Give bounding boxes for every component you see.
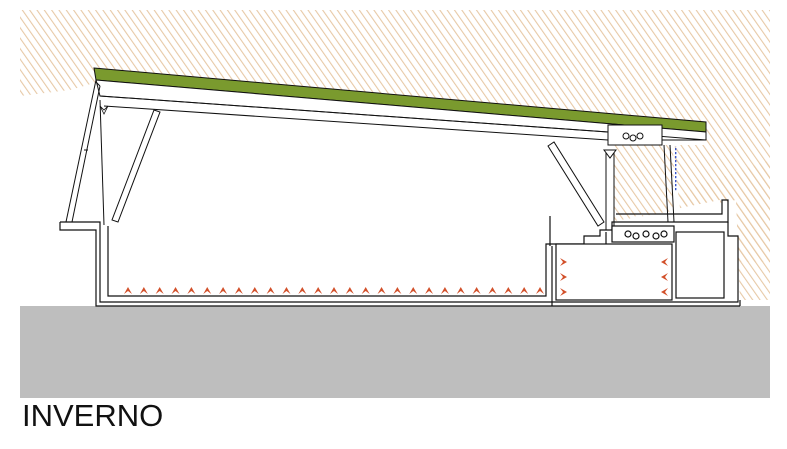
- heat-arrow-up: [298, 287, 307, 294]
- heat-arrow-up: [171, 287, 180, 294]
- heat-arrow-up: [266, 287, 275, 294]
- heat-arrow-up: [393, 287, 402, 294]
- heat-arrow-up: [504, 287, 513, 294]
- heat-arrow-up: [488, 287, 497, 294]
- heat-arrow-up: [409, 287, 418, 294]
- heat-arrow-up: [203, 287, 212, 294]
- season-caption: INVERNO: [22, 398, 164, 433]
- floor-heat-arrows: [124, 287, 544, 294]
- heat-arrow-up: [520, 287, 529, 294]
- heat-arrow-right: [560, 258, 567, 266]
- rain-drip: [674, 146, 678, 192]
- heat-arrow-up: [282, 287, 291, 294]
- heat-arrow-up: [440, 287, 449, 294]
- heat-arrow-up: [425, 287, 434, 294]
- heat-arrow-up: [219, 287, 228, 294]
- heat-arrow-up: [250, 287, 259, 294]
- right-wall-heat-arrows: [661, 258, 668, 296]
- heat-arrow-up: [456, 287, 465, 294]
- heat-arrow-up: [361, 287, 370, 294]
- heat-arrow-left: [661, 288, 668, 296]
- diagonal-braces: [111, 109, 605, 227]
- heat-arrow-right: [560, 288, 567, 296]
- heat-arrow-up: [330, 287, 338, 294]
- heat-arrow-up: [187, 287, 196, 294]
- heat-arrow-up: [155, 287, 164, 294]
- heat-arrow-up: [345, 287, 354, 294]
- roof-structure: [95, 79, 707, 146]
- building-shell: [59, 199, 741, 307]
- heat-arrow-up: [234, 287, 243, 294]
- heat-arrow-left: [661, 273, 668, 281]
- left-wall-heat-arrows: [560, 258, 567, 296]
- heat-arrow-up: [536, 287, 544, 294]
- heat-arrow-up: [314, 287, 323, 294]
- heat-arrow-up: [472, 287, 481, 294]
- heat-arrow-up: [139, 287, 148, 294]
- ground: [20, 306, 770, 398]
- heat-arrow-right: [560, 273, 567, 281]
- heat-arrow-up: [377, 287, 386, 294]
- left-facade: [65, 79, 109, 226]
- heat-arrow-up: [124, 287, 132, 294]
- heat-arrow-left: [661, 258, 668, 266]
